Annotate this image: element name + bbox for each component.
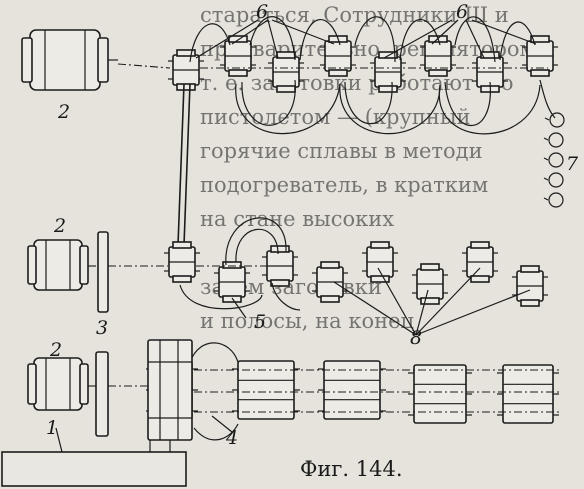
label-drive-stands: 4 — [225, 427, 238, 449]
finishing-stand-2 — [362, 241, 398, 283]
background-text-line: на стане высоких — [200, 207, 394, 231]
background-show-through-text: стараться, Сотрудники Ш ипредварительно,… — [200, 3, 536, 333]
roughing-stand-8 — [522, 35, 558, 77]
roughing-stand-5 — [370, 51, 406, 93]
transfer-bar — [177, 83, 191, 246]
three-high-stand-5 — [497, 364, 559, 424]
label-leaders — [55, 19, 537, 453]
middle-row-passes — [179, 217, 301, 311]
background-text-line: пистолетом — (крупный — [200, 105, 471, 129]
label-rolls: 1 — [46, 417, 58, 439]
background-text-line: подогреватель, в кратким — [200, 173, 488, 197]
shaft-top — [117, 63, 171, 69]
label-coilers: 7 — [566, 153, 579, 175]
top-row-passes — [189, 16, 556, 135]
flywheel-bottom — [95, 351, 109, 437]
motor-middle — [27, 239, 89, 291]
label-motor-middle: 2 — [53, 215, 66, 237]
three-high-stand-4 — [408, 364, 472, 424]
roughing-stand-2 — [220, 35, 256, 77]
coilers — [543, 112, 565, 208]
finishing-stand-4 — [462, 241, 498, 283]
roughing-stand-4 — [320, 35, 356, 77]
label-roughing-stands-a: 6 — [256, 1, 268, 23]
motor-top — [21, 29, 118, 91]
three-high-stand-2 — [232, 360, 300, 420]
finishing-stand-3 — [412, 263, 448, 305]
roughing-stand-6 — [420, 35, 456, 77]
finishing-stand-1 — [312, 261, 348, 303]
roughing-stand-3 — [268, 51, 304, 93]
label-flywheel: 3 — [96, 317, 108, 339]
base-plate — [1, 440, 187, 487]
finishing-stand-5 — [512, 265, 548, 307]
label-motor-bottom: 2 — [49, 339, 62, 361]
label-roughing-stands-b: 6 — [456, 1, 468, 23]
background-text-line: и полосы, на конец — [200, 309, 414, 333]
figure-caption: Фиг. 144. — [300, 457, 403, 481]
label-finishing-stands: 8 — [410, 327, 422, 349]
label-pinion-stand: 5 — [254, 311, 266, 333]
intermediate-stand-2 — [214, 261, 250, 303]
background-text-line: т. е. заготовки работают и о — [200, 71, 514, 95]
bottom-row-passes — [189, 342, 560, 441]
background-text-line: горячие сплавы в методи — [200, 139, 483, 163]
roughing-stand-1 — [168, 49, 204, 91]
motor-bottom — [27, 357, 89, 411]
background-text-line: стараться, Сотрудники Ш и — [200, 3, 509, 27]
intermediate-stand-1 — [164, 241, 200, 283]
drive-housing — [147, 339, 193, 441]
flywheel-middle — [97, 231, 109, 313]
three-high-stand-3 — [318, 360, 386, 420]
label-motor-top: 2 — [57, 101, 70, 123]
